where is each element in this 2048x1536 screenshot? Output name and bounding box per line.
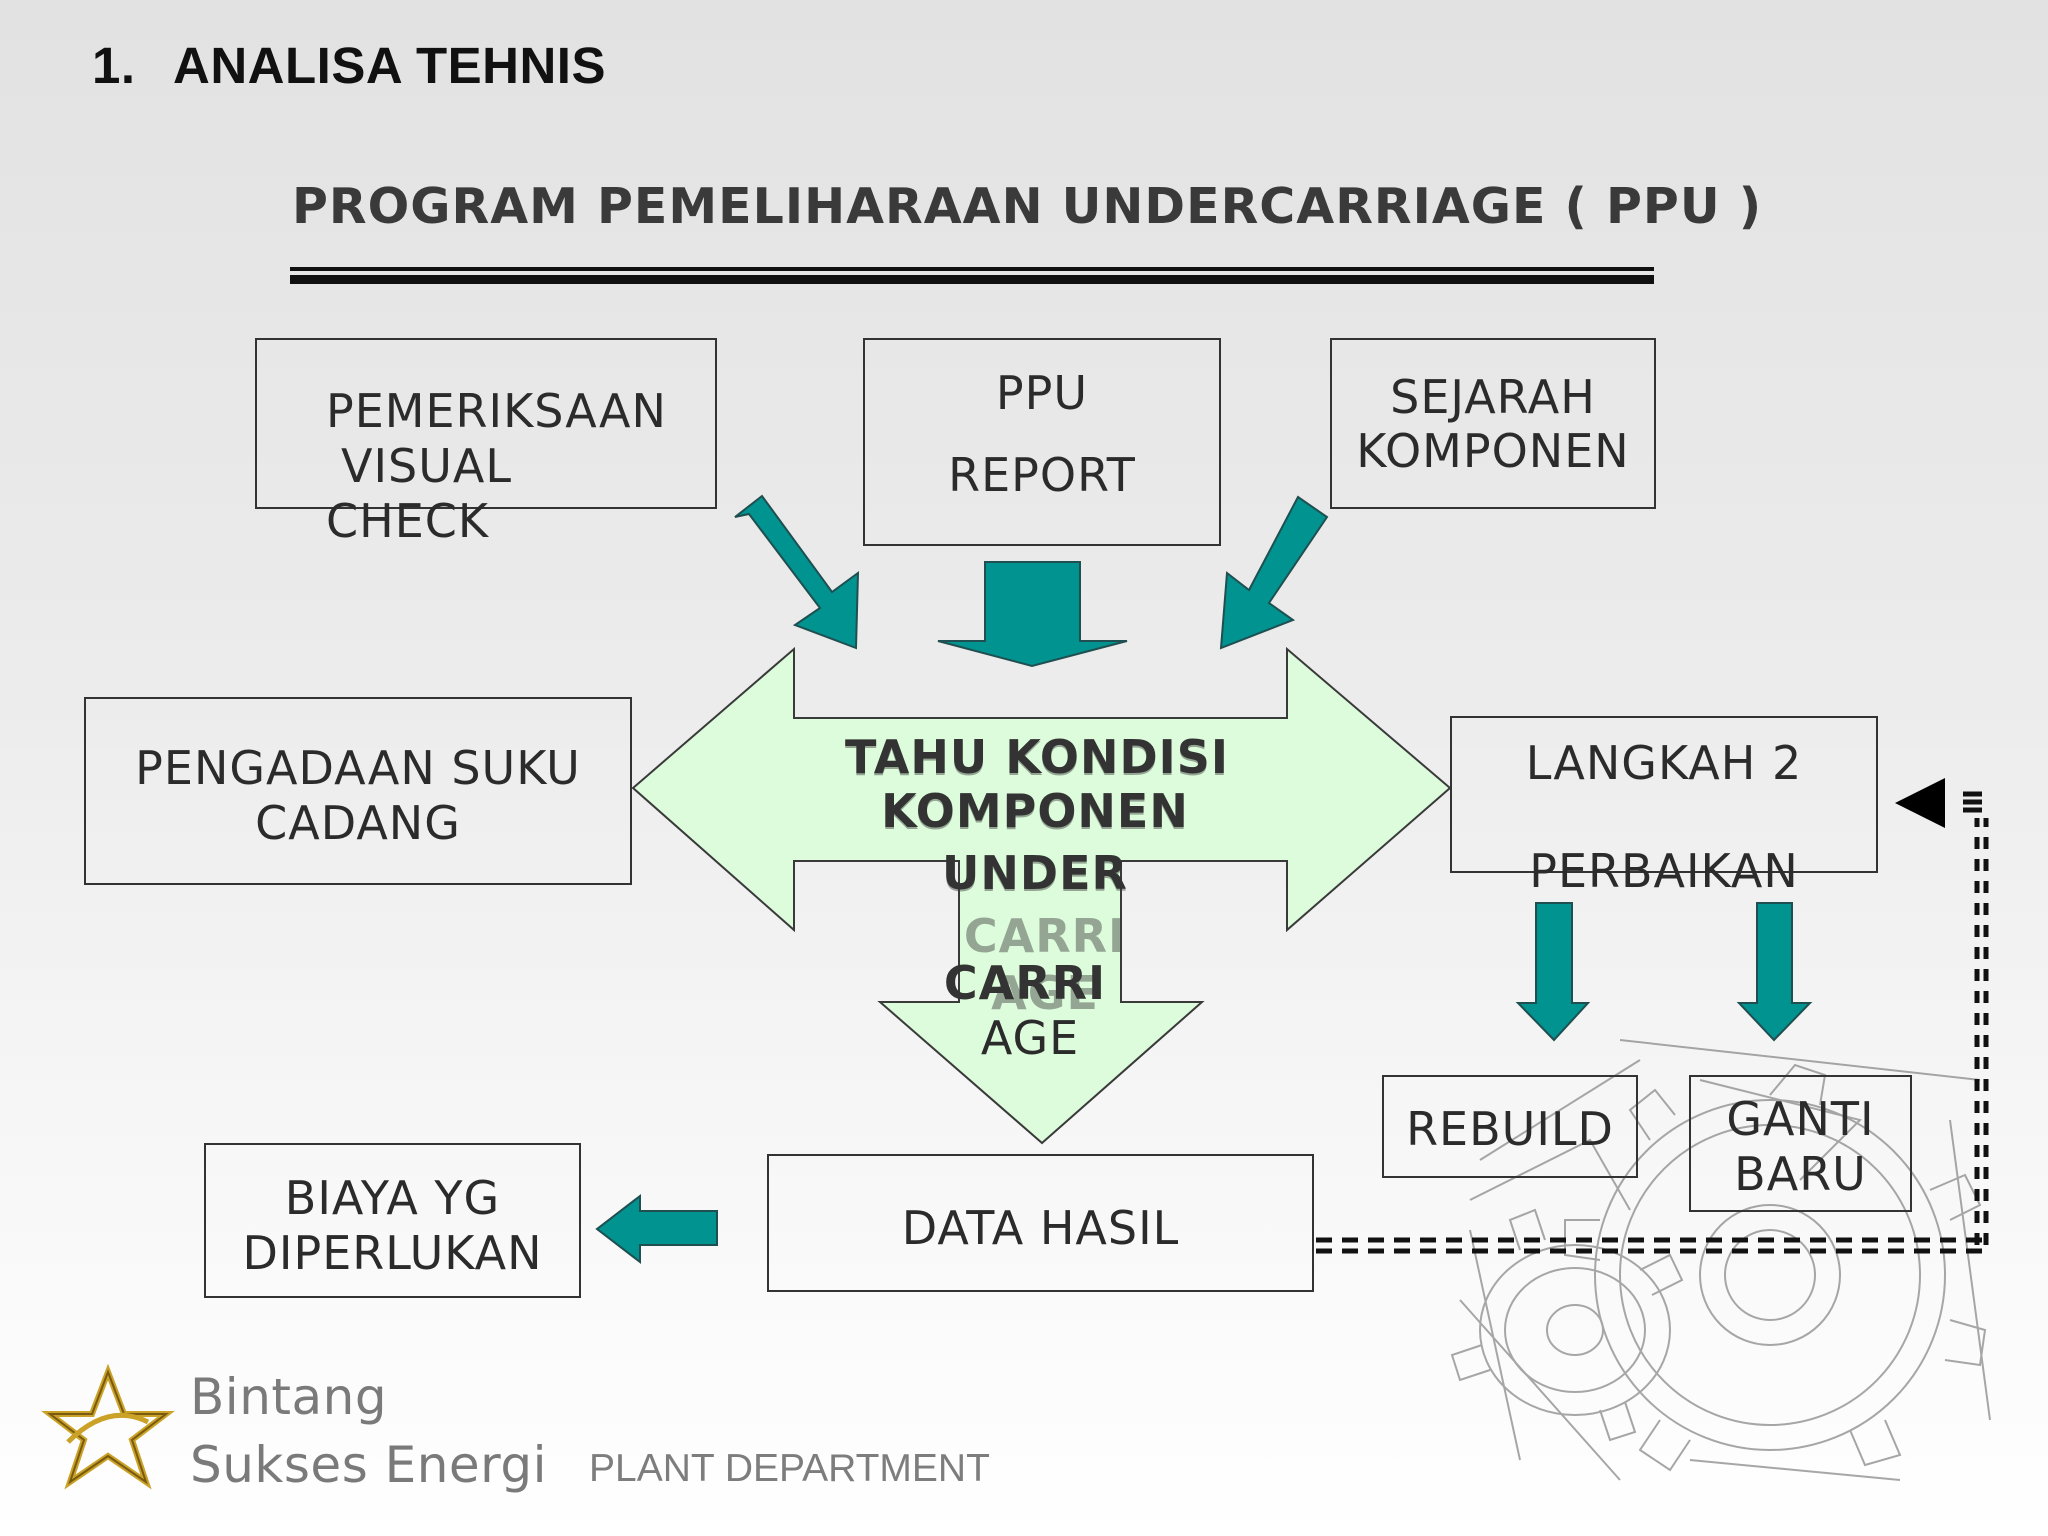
ppu-report-line-1: PPU [995,366,1089,420]
box-langkah-perbaikan [1450,716,1878,873]
brand-name-line-1: Bintang [190,1368,388,1426]
gear-sketch-icon [1450,1039,1991,1481]
box-ganti-baru [1689,1075,1912,1212]
star-logo-icon [41,1363,175,1490]
pengadaan-line-2: CADANG [255,796,461,850]
box-sejarah-komponen [1330,338,1656,509]
center-line-4: CARRI [943,956,1107,1010]
sejarah-line-2: KOMPONEN [1356,424,1630,478]
center-ghost-line-4: CARRI [963,909,1127,963]
diagram-title: PROGRAM PEMELIHARAAN UNDERCARRIAGE ( PPU… [292,178,1763,235]
box-pengadaan-suku-cadang [84,697,632,885]
center-line-1: TAHU KONDISI [845,730,1229,784]
center-line-2: KOMPONEN [881,784,1189,838]
title-underline-thin [290,267,1654,271]
biaya-line-1: BIAYA YG [284,1171,501,1225]
title-underline-thick [290,275,1654,284]
center-line-5: AGE [980,1011,1080,1065]
box-biaya-diperlukan [204,1143,581,1298]
teal-arrows [595,494,1813,1265]
pengadaan-line-1: PENGADAAN SUKU [135,741,581,795]
box-pemeriksaan-visual-check [255,338,717,509]
arrow-down-left-icon [734,494,860,650]
ppu-report-line-2: REPORT [948,448,1136,502]
box-ppu-report [863,338,1221,546]
center-cross-arrow [631,646,1452,1145]
arrow-down-rebuild-icon [1515,902,1591,1042]
center-ghost-line-2: KOMPONEN [881,786,1189,840]
langkah-line-1: LANGKAH 2 [1525,736,1803,790]
feedback-arrowhead-icon [1895,778,1945,828]
data-hasil-label: DATA HASIL [901,1201,1180,1255]
center-ghost-line-1: TAHU KONDISI [845,732,1229,786]
ganti-baru-line-1: GANTI [1726,1092,1875,1146]
center-line-3: UNDER [942,846,1128,900]
slide-heading: 1. ANALISA TEHNIS [92,36,606,95]
brand-name-line-2: Sukses Energi [190,1436,547,1494]
arrow-down-ganti-icon [1736,902,1813,1042]
box-data-hasil [767,1154,1314,1292]
heading-text: ANALISA TEHNIS [173,37,606,94]
feedback-dashed-line [1316,791,1989,1254]
ganti-baru-line-2: BARU [1734,1147,1867,1201]
heading-number: 1. [92,37,136,94]
arrow-down-center-icon [937,561,1128,668]
langkah-line-2: PERBAIKAN [1529,844,1799,898]
center-ghost-line-3: UNDER [942,848,1128,902]
pemeriksaan-line-3: CHECK [326,494,490,548]
rebuild-label: REBUILD [1406,1102,1614,1156]
arrow-down-right-icon [1219,495,1329,650]
box-rebuild [1382,1075,1638,1178]
arrow-left-biaya-icon [595,1193,718,1265]
pemeriksaan-line-1: PEMERIKSAAN [326,384,667,438]
biaya-line-2: DIPERLUKAN [242,1226,543,1280]
pemeriksaan-line-2: VISUAL [341,439,512,493]
center-ghost-line-5: AGE [991,966,1099,1020]
sejarah-line-1: SEJARAH [1390,370,1596,424]
department-label: PLANT DEPARTMENT [589,1447,990,1490]
